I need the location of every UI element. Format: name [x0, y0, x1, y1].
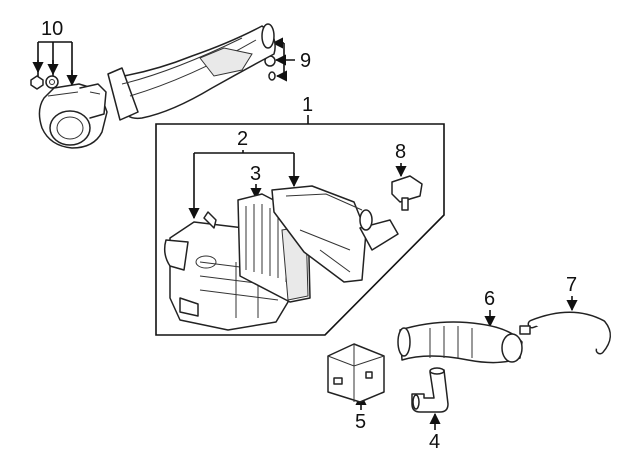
- mass-air-flow-sensor: [38, 83, 108, 149]
- part-6-group[interactable]: 6: [397, 288, 531, 364]
- callout-9: 9: [300, 50, 311, 72]
- callout-3: 3: [250, 163, 261, 185]
- bolt-small: [30, 75, 44, 90]
- part-8-group[interactable]: 8: [391, 141, 423, 211]
- callout-2-leader: [194, 150, 294, 154]
- callout-4: 4: [429, 431, 440, 453]
- upper-intake-duct: [107, 23, 276, 121]
- elbow-hose: [411, 367, 449, 413]
- callout-10: 10: [41, 18, 63, 40]
- part-10-group[interactable]: 10: [30, 18, 108, 149]
- bolt-nut: [45, 75, 59, 89]
- assembly-frame: [155, 123, 445, 336]
- part-7-group[interactable]: 7: [527, 274, 611, 355]
- callout-1: 1: [302, 94, 313, 116]
- callout-7: 7: [566, 274, 577, 296]
- callout-2: 2: [237, 128, 248, 150]
- callout-8: 8: [395, 141, 406, 163]
- air-cleaner-upper-housing: [271, 185, 399, 283]
- part-5-group[interactable]: 5: [327, 343, 385, 433]
- callout-9-leader: [283, 43, 295, 76]
- callout-6: 6: [484, 288, 495, 310]
- callout-10-leader: [37, 41, 73, 80]
- intake-duct-hose: [397, 321, 531, 364]
- clamp-ring: [268, 71, 276, 81]
- breather-hose: [527, 311, 611, 355]
- intake-air-temp-sensor: [391, 175, 423, 211]
- callout-5: 5: [355, 411, 366, 433]
- part-4-group[interactable]: 4: [411, 367, 449, 453]
- resonator-bracket: [327, 343, 385, 403]
- part-1-group[interactable]: 1 2 3: [155, 94, 445, 336]
